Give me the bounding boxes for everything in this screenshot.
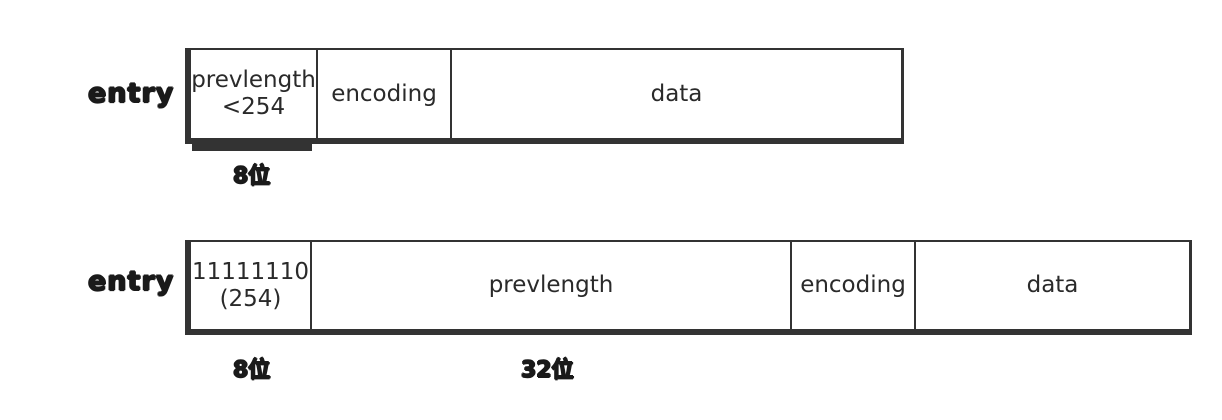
entry-diagram-2: 11111110 (254) prevlength encoding data [185, 240, 1192, 335]
entry-label-1: entry [88, 78, 175, 109]
prevlength-field: prevlength [312, 242, 792, 329]
size-label-8bit-1: 8位 [233, 164, 271, 189]
data-field: data [1026, 272, 1079, 298]
marker-byte-field: 11111110 (254) [191, 242, 312, 329]
size-label-8bit-2: 8位 [233, 358, 271, 383]
encoding-field: encoding [792, 242, 916, 329]
entry-diagram-1: prevlength <254 encoding data [185, 48, 904, 144]
size-label-32bit: 32位 [521, 358, 574, 383]
prevlength-field: prevlength <254 [191, 50, 318, 138]
prevlength-width-bar [192, 144, 312, 151]
encoding-field: encoding [318, 50, 452, 138]
entry-label-2: entry [88, 266, 175, 297]
data-field: data [650, 80, 703, 107]
